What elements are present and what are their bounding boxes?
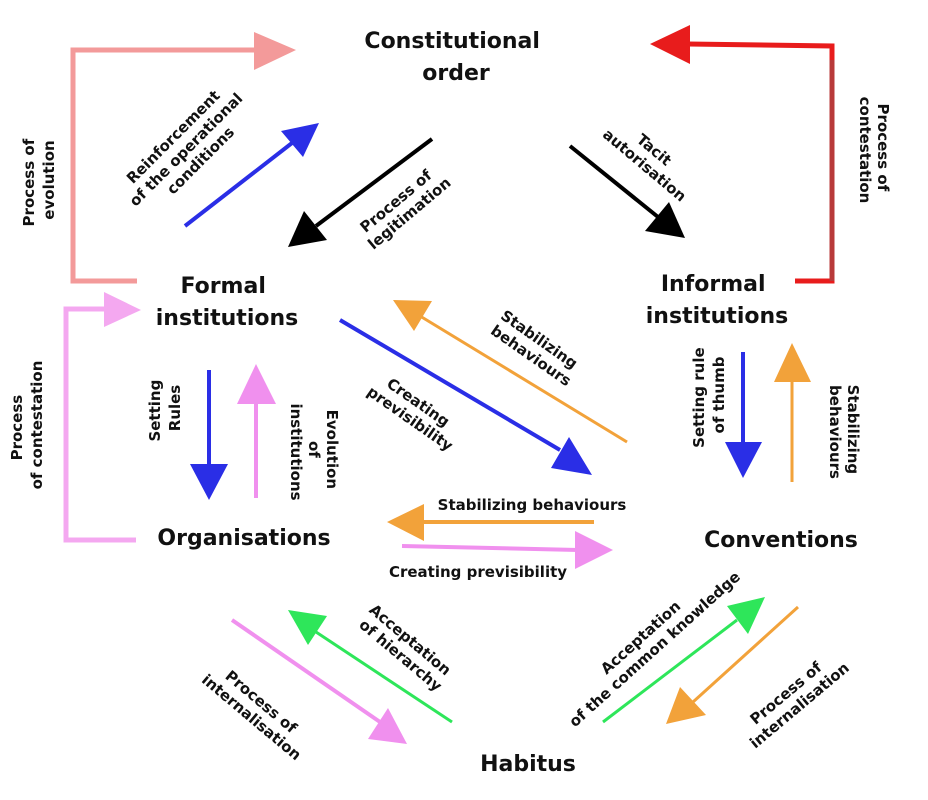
label-evolution-of-institutions: Evolution of institutions (287, 403, 341, 500)
reinforcement-arrowhead (281, 123, 319, 157)
process-of-internalisation-left-arrowhead (368, 708, 407, 744)
creating-previsibility-diag-arrow (338, 318, 562, 452)
label-stabilizing-behaviours-mid: Stabilizing behaviours (438, 496, 627, 514)
process-of-contestation-left-arrowhead (104, 292, 141, 327)
label-stabilizing-behaviours-right: Stabilizing behaviours (826, 385, 862, 480)
creating-previsibility-diag-arrowhead (551, 437, 592, 475)
process-of-internalisation-left-arrow (230, 618, 382, 724)
label-process-of-evolution: Process of evolution (20, 134, 58, 227)
process-of-contestation-left-arrow (63, 306, 136, 543)
label-stabilizing-behaviours-diag: Stabilizing behaviours (487, 306, 585, 390)
label-acceptation-common-knowledge: Acceptation of the common knowledge (553, 554, 743, 730)
stabilizing-behaviours-mid-arrowhead (387, 504, 424, 541)
node-constitutional-order: Constitutional order (364, 29, 547, 86)
label-process-of-contestation-top: Process of contestation (856, 97, 892, 204)
stabilizing-behaviours-diag-arrow (419, 314, 628, 444)
node-informal-institutions: Informal institutions (646, 272, 788, 329)
setting-rules-arrowhead (190, 464, 228, 500)
acceptation-of-hierarchy-arrowhead (288, 610, 327, 645)
node-formal-institutions: Formal institutions (156, 274, 298, 331)
label-creating-previsibility-diag: Creating previsibility (364, 368, 467, 455)
label-setting-rule-of-thumb: Setting rule of thumb (690, 342, 728, 448)
node-conventions: Conventions (704, 528, 858, 553)
process-of-internalisation-right-arrow (691, 605, 800, 704)
reinforcement-arrow (183, 141, 294, 228)
stabilizing-behaviours-diag-arrowhead (393, 300, 432, 331)
label-process-of-internalisation-right: Process of internalisation (735, 645, 853, 752)
label-creating-previsibility-mid: Creating previsibility (389, 563, 567, 581)
process-of-evolution-arrow (70, 47, 258, 284)
acceptation-common-knowledge-arrowhead (727, 597, 765, 634)
label-process-of-contestation-left: Process of contestation (8, 361, 46, 490)
process-of-legitimation-arrow (314, 137, 434, 228)
setting-rule-of-thumb-arrowhead (725, 442, 762, 478)
tacit-autorisation-arrow (568, 144, 660, 219)
creating-previsibility-mid-arrowhead (575, 531, 613, 569)
label-reinforcement: Reinforcement of the operational conditi… (113, 73, 263, 223)
creating-previsibility-mid-arrow (401, 544, 579, 552)
process-of-internalisation-right-arrowhead (666, 687, 706, 724)
acceptation-of-hierarchy-arrow (315, 630, 453, 724)
process-of-evolution-arrowhead (254, 32, 296, 70)
node-organisations: Organisations (157, 526, 330, 551)
label-acceptation-of-hierarchy: Acceptation of hierarchy (354, 601, 458, 697)
acceptation-common-knowledge-arrow (602, 618, 738, 724)
label-process-of-legitimation: Process of legitimation (353, 160, 455, 254)
process-of-contestation-top-arrowhead (650, 25, 690, 64)
evolution-of-institutions-arrowhead (237, 364, 276, 404)
process-of-legitimation-arrowhead (288, 211, 327, 247)
label-tacit-autorisation: Tacit autorisation (599, 112, 701, 206)
stabilizing-behaviours-right-arrowhead (774, 343, 811, 382)
label-setting-rules: Setting Rules (146, 374, 184, 441)
tacit-autorisation-arrowhead (645, 202, 685, 238)
node-habitus: Habitus (480, 752, 576, 777)
label-process-of-internalisation-left: Process of internalisation (198, 657, 316, 764)
process-of-contestation-top-arrow (687, 41, 835, 284)
